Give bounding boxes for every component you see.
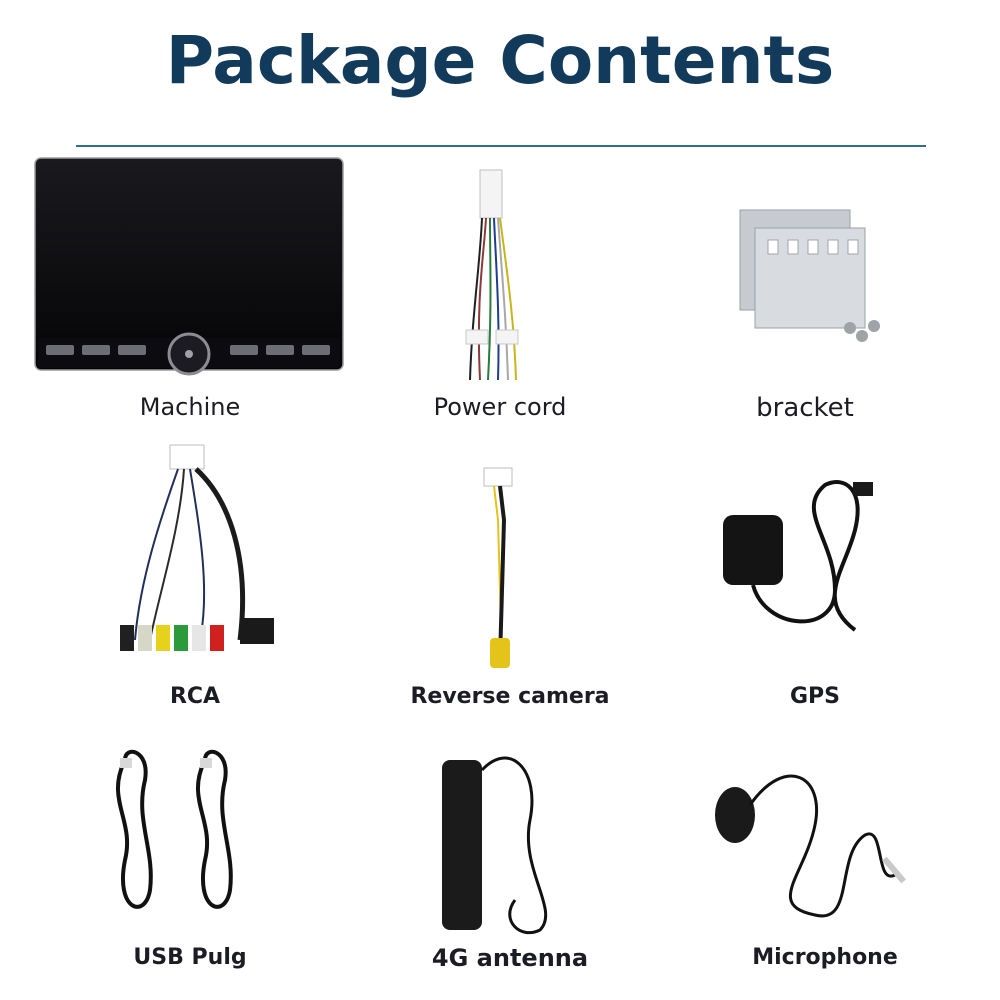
item-gps: GPS [715,470,915,710]
item-label: Machine [139,393,241,421]
item-microphone: Microphone [705,745,945,985]
gps-image [723,480,873,632]
item-4g-antenna: 4G antenna [420,740,600,985]
title-divider [76,145,926,147]
machine-image [34,157,344,376]
item-machine: Machine [30,155,350,435]
reverse-camera-image [483,467,513,668]
item-label: bracket [756,393,854,423]
item-power-cord: Power cord [410,165,590,435]
item-label: GPS [789,684,841,709]
item-reverse-camera: Reverse camera [410,460,610,710]
usb-plug-image [115,749,233,909]
item-label: USB Pulg [133,945,247,970]
power-cord-image [465,169,519,381]
item-label: RCA [169,684,221,709]
rca-image [120,444,274,651]
item-label: Microphone [752,945,898,970]
page-title: Package Contents [165,22,835,99]
item-label: Power cord [433,393,567,421]
item-usb-plug: USB Pulg [95,740,285,980]
microphone-image [715,774,906,918]
item-bracket: bracket [700,200,910,435]
antenna-image [442,756,548,935]
item-label: Reverse camera [410,684,610,709]
bracket-image [739,209,880,342]
item-rca: RCA [90,440,300,710]
item-label: 4G antenna [431,944,589,972]
